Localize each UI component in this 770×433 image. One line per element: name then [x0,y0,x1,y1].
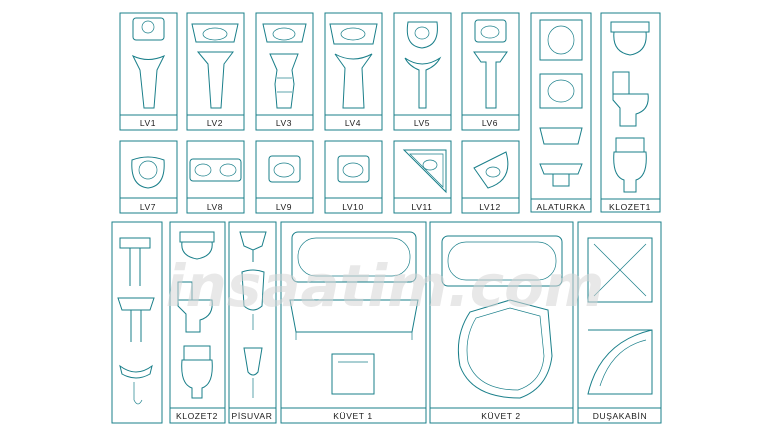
label-kuvet2: KÜVET 2 [481,411,520,421]
cell-lavatory-elevations[interactable] [111,221,163,424]
label-lv2: LV2 [207,118,223,128]
cell-alaturka[interactable]: ALATURKA [530,12,592,213]
cell-lv8[interactable]: LV8 [186,140,245,214]
cell-dusakabin[interactable]: DUŞAKABİN [577,221,662,424]
label-lv11: LV11 [412,202,433,212]
label-lv5: LV5 [414,118,430,128]
label-klozet1: KLOZET1 [609,202,651,212]
cell-pisuvar[interactable]: PİSUVAR [228,221,277,424]
label-lv3: LV3 [276,118,292,128]
label-lv9: LV9 [276,202,292,212]
cell-lv2[interactable]: LV2 [186,12,245,131]
cell-klozet2[interactable]: KLOZET2 [169,221,226,424]
label-pisuvar: PİSUVAR [232,411,273,421]
label-dusakabin: DUŞAKABİN [593,411,648,421]
cell-lv11[interactable]: LV11 [393,140,452,214]
cell-klozet1[interactable]: KLOZET1 [600,12,661,213]
label-alaturka: ALATURKA [536,202,585,212]
cell-lv3[interactable]: LV3 [255,12,314,131]
cell-lv10[interactable]: LV10 [324,140,383,214]
label-klozet2: KLOZET2 [176,411,218,421]
cell-kuvet1[interactable]: KÜVET 1 [280,221,427,424]
cell-lv6[interactable]: LV6 [461,12,520,131]
cell-lv5[interactable]: LV5 [393,12,452,131]
label-lv1: LV1 [140,118,156,128]
cell-lv4[interactable]: LV4 [324,12,383,131]
label-lv4: LV4 [345,118,361,128]
cell-lv7[interactable]: LV7 [119,140,178,214]
label-lv8: LV8 [207,202,223,212]
cell-kuvet2[interactable]: KÜVET 2 [429,221,574,424]
label-lv7: LV7 [140,202,156,212]
label-lv12: LV12 [479,202,501,212]
label-kuvet1: KÜVET 1 [333,411,372,421]
label-lv6: LV6 [482,118,498,128]
cell-lv1[interactable]: LV1 [119,12,178,131]
cell-lv12[interactable]: LV12 [461,140,520,214]
watermark-text: insaatim.com [166,252,605,320]
cell-lv9[interactable]: LV9 [255,140,314,214]
label-lv10: LV10 [342,202,364,212]
